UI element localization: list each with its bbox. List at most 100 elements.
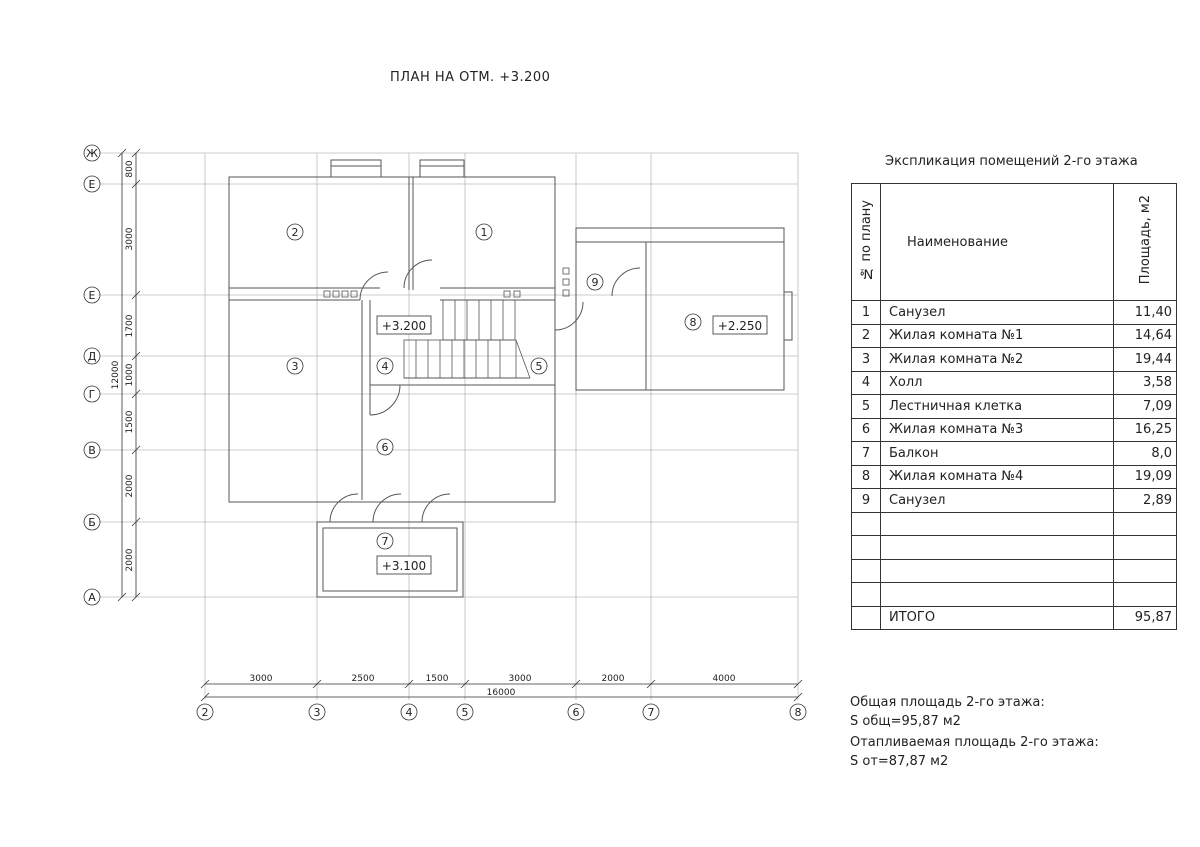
door-swings: [329, 259, 641, 523]
axis-label-7: 7: [648, 706, 655, 719]
row-area: 8,0: [1113, 441, 1177, 466]
row-number: 4: [851, 370, 881, 395]
axis-label-v: В: [88, 444, 96, 457]
axis-label-3: 3: [314, 706, 321, 719]
room-label-8: 8: [690, 316, 697, 329]
row-name: Балкон: [880, 441, 1114, 466]
dim-bottom-2500: 2500: [352, 674, 375, 684]
axis-label-a: А: [88, 591, 96, 604]
dim-bottom-2000: 2000: [602, 674, 625, 684]
row-number: 2: [851, 323, 881, 348]
axis-label-5: 5: [462, 706, 469, 719]
dim-left-2000-1: 2000: [125, 474, 135, 497]
note-heated-area-title: Отапливаемая площадь 2-го этажа:: [850, 735, 1099, 750]
grid-lines: [100, 152, 799, 700]
row-area: 19,44: [1113, 347, 1177, 372]
row-area: 3,58: [1113, 370, 1177, 395]
note-total-area-title: Общая площадь 2-го этажа:: [850, 695, 1045, 710]
dim-left-total: 12000: [111, 360, 121, 389]
note-heated-area-value: S от=87,87 м2: [850, 754, 949, 769]
header-name: Наименование: [880, 183, 1114, 301]
staircase: [403, 299, 531, 379]
table-row-empty: [851, 511, 1177, 536]
row-area: 19,09: [1113, 464, 1177, 489]
row-area: 7,09: [1113, 394, 1177, 419]
row-name: Лестничная клетка: [880, 394, 1114, 419]
row-name: Жилая комната №4: [880, 464, 1114, 489]
axis-label-8: 8: [795, 706, 802, 719]
axis-label-2: 2: [202, 706, 209, 719]
explication-title: Экспликация помещений 2-го этажа: [885, 154, 1138, 169]
room-label-4: 4: [382, 360, 389, 373]
horizontal-axis-bubbles: [196, 703, 807, 721]
total-label: ИТОГО: [880, 605, 1114, 630]
row-name: Жилая комната №3: [880, 417, 1114, 442]
room-label-1: 1: [481, 226, 488, 239]
dim-bottom-1500: 1500: [426, 674, 449, 684]
table-row-empty: [851, 582, 1177, 607]
left-dimension-lines: [117, 148, 141, 602]
table-header-row: № по плану Наименование Площадь, м2: [851, 183, 1177, 301]
axis-label-d: Д: [88, 350, 97, 363]
table-row-empty: [851, 535, 1177, 560]
dim-left-1700: 1700: [125, 314, 135, 337]
axis-label-6: 6: [573, 706, 580, 719]
room-markers: [286, 223, 702, 550]
room-label-9: 9: [592, 276, 599, 289]
total-area: 95,87: [1113, 605, 1177, 630]
row-area: 11,40: [1113, 300, 1177, 325]
row-number: 1: [851, 300, 881, 325]
dim-left-1000: 1000: [125, 363, 135, 386]
axis-label-e-top: Е: [89, 178, 96, 191]
plan-title: ПЛАН НА ОТМ. +3.200: [390, 70, 551, 85]
row-number: 9: [851, 488, 881, 513]
row-number: 6: [851, 417, 881, 442]
dim-bottom-3000-2: 3000: [509, 674, 532, 684]
row-area: 2,89: [1113, 488, 1177, 513]
axis-label-g: Г: [89, 388, 96, 401]
room-label-3: 3: [292, 360, 299, 373]
dim-left-3000: 3000: [125, 227, 135, 250]
row-number: 8: [851, 464, 881, 489]
dim-left-800: 800: [125, 160, 135, 177]
floor-plan-drawing: 1 2 3 4 5 6 7 8 9 +3.200 +2.250 +3.100 Ж…: [83, 144, 807, 721]
room-label-2: 2: [292, 226, 299, 239]
row-name: Холл: [880, 370, 1114, 395]
level-mark-room-8: +2.250: [718, 319, 762, 333]
walls: [228, 159, 793, 598]
row-name: Жилая комната №2: [880, 347, 1114, 372]
row-number: 5: [851, 394, 881, 419]
bottom-dimension-lines: [200, 679, 803, 702]
header-number: № по плану: [851, 183, 881, 301]
room-numbers: 1 2 3 4 5 6 7 8 9: [292, 226, 697, 548]
dim-left-1500: 1500: [125, 410, 135, 433]
table-row-empty: [851, 558, 1177, 583]
room-label-6: 6: [382, 441, 389, 454]
row-name: Санузел: [880, 488, 1114, 513]
room-label-7: 7: [382, 535, 389, 548]
dim-bottom-4000: 4000: [713, 674, 736, 684]
vertical-axis-bubbles: [83, 144, 101, 606]
row-area: 14,64: [1113, 323, 1177, 348]
room-label-5: 5: [536, 360, 543, 373]
axis-label-b: Б: [88, 516, 96, 529]
dim-left-2000-2: 2000: [125, 548, 135, 571]
level-marks: [376, 315, 768, 575]
row-name: Жилая комната №1: [880, 323, 1114, 348]
level-mark-balcony: +3.100: [382, 559, 426, 573]
row-area: 16,25: [1113, 417, 1177, 442]
axis-label-4: 4: [406, 706, 413, 719]
row-name: Санузел: [880, 300, 1114, 325]
header-area: Площадь, м2: [1113, 183, 1177, 301]
fixtures: [323, 267, 570, 298]
